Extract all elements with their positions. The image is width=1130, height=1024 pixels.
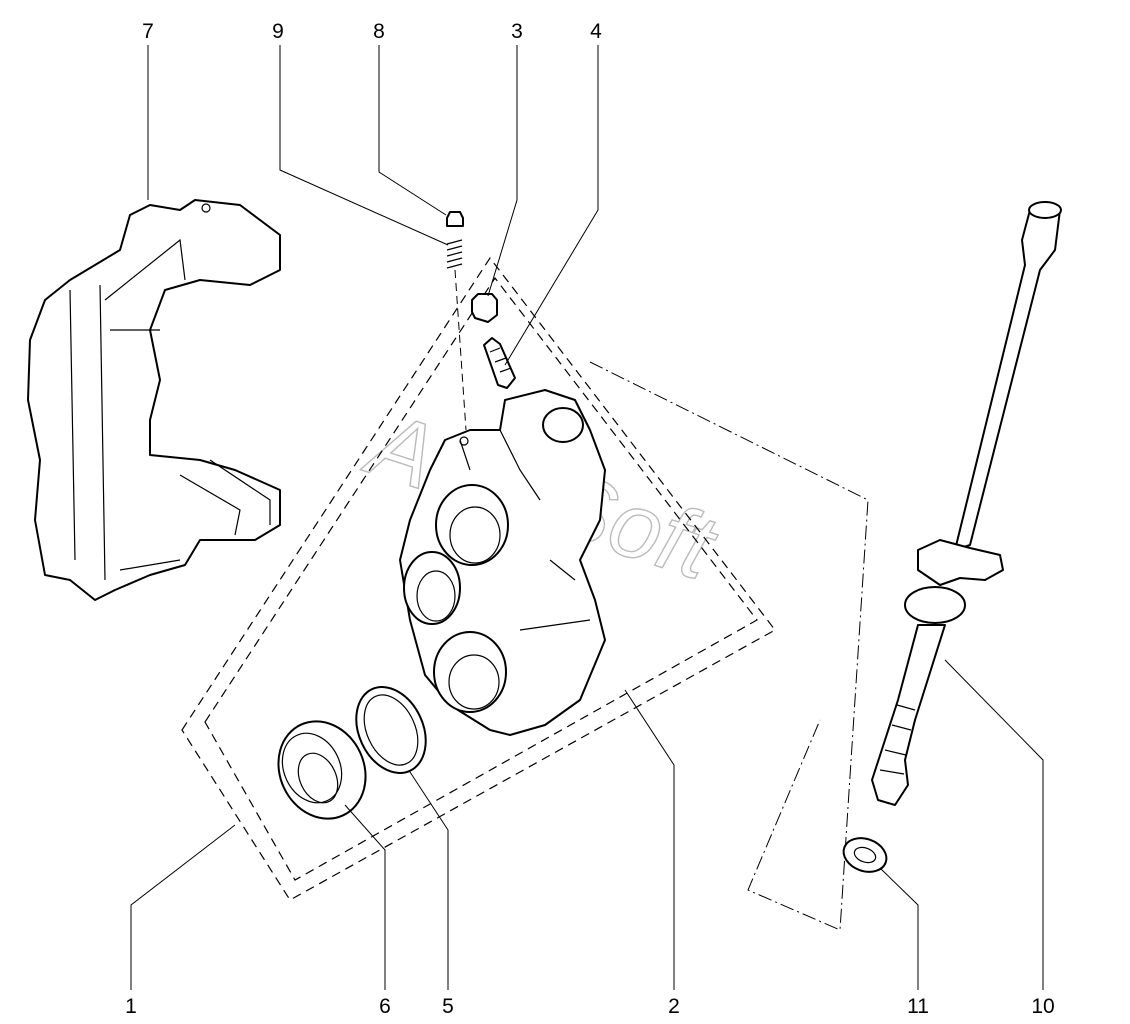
bleed-screw bbox=[483, 337, 516, 389]
assembly-outline-inner bbox=[204, 276, 758, 881]
callout-6: 6 bbox=[379, 995, 391, 1018]
leader-lines bbox=[130, 45, 1044, 990]
bleed-cap-and-spring bbox=[446, 211, 464, 269]
callout-2: 2 bbox=[668, 995, 680, 1018]
callout-11: 11 bbox=[907, 995, 929, 1018]
assembly-axis bbox=[454, 269, 467, 431]
plug bbox=[471, 293, 498, 323]
callout-9: 9 bbox=[272, 20, 284, 43]
sealing-washer bbox=[842, 837, 888, 873]
caliper-carrier-bracket bbox=[27, 199, 281, 601]
callout-8: 8 bbox=[373, 20, 385, 43]
callout-10: 10 bbox=[1031, 995, 1054, 1018]
callout-3: 3 bbox=[511, 20, 523, 43]
callout-7: 7 bbox=[142, 20, 154, 43]
caliper-housing bbox=[399, 389, 606, 736]
dust-seal bbox=[277, 720, 367, 820]
callout-1: 1 bbox=[125, 995, 137, 1018]
callout-5: 5 bbox=[442, 995, 454, 1018]
hose-group-outline bbox=[589, 361, 869, 931]
assembly-outline-outer bbox=[181, 256, 776, 901]
piston-seal bbox=[355, 686, 427, 774]
callout-4: 4 bbox=[590, 20, 602, 43]
brake-hose bbox=[871, 201, 1062, 806]
